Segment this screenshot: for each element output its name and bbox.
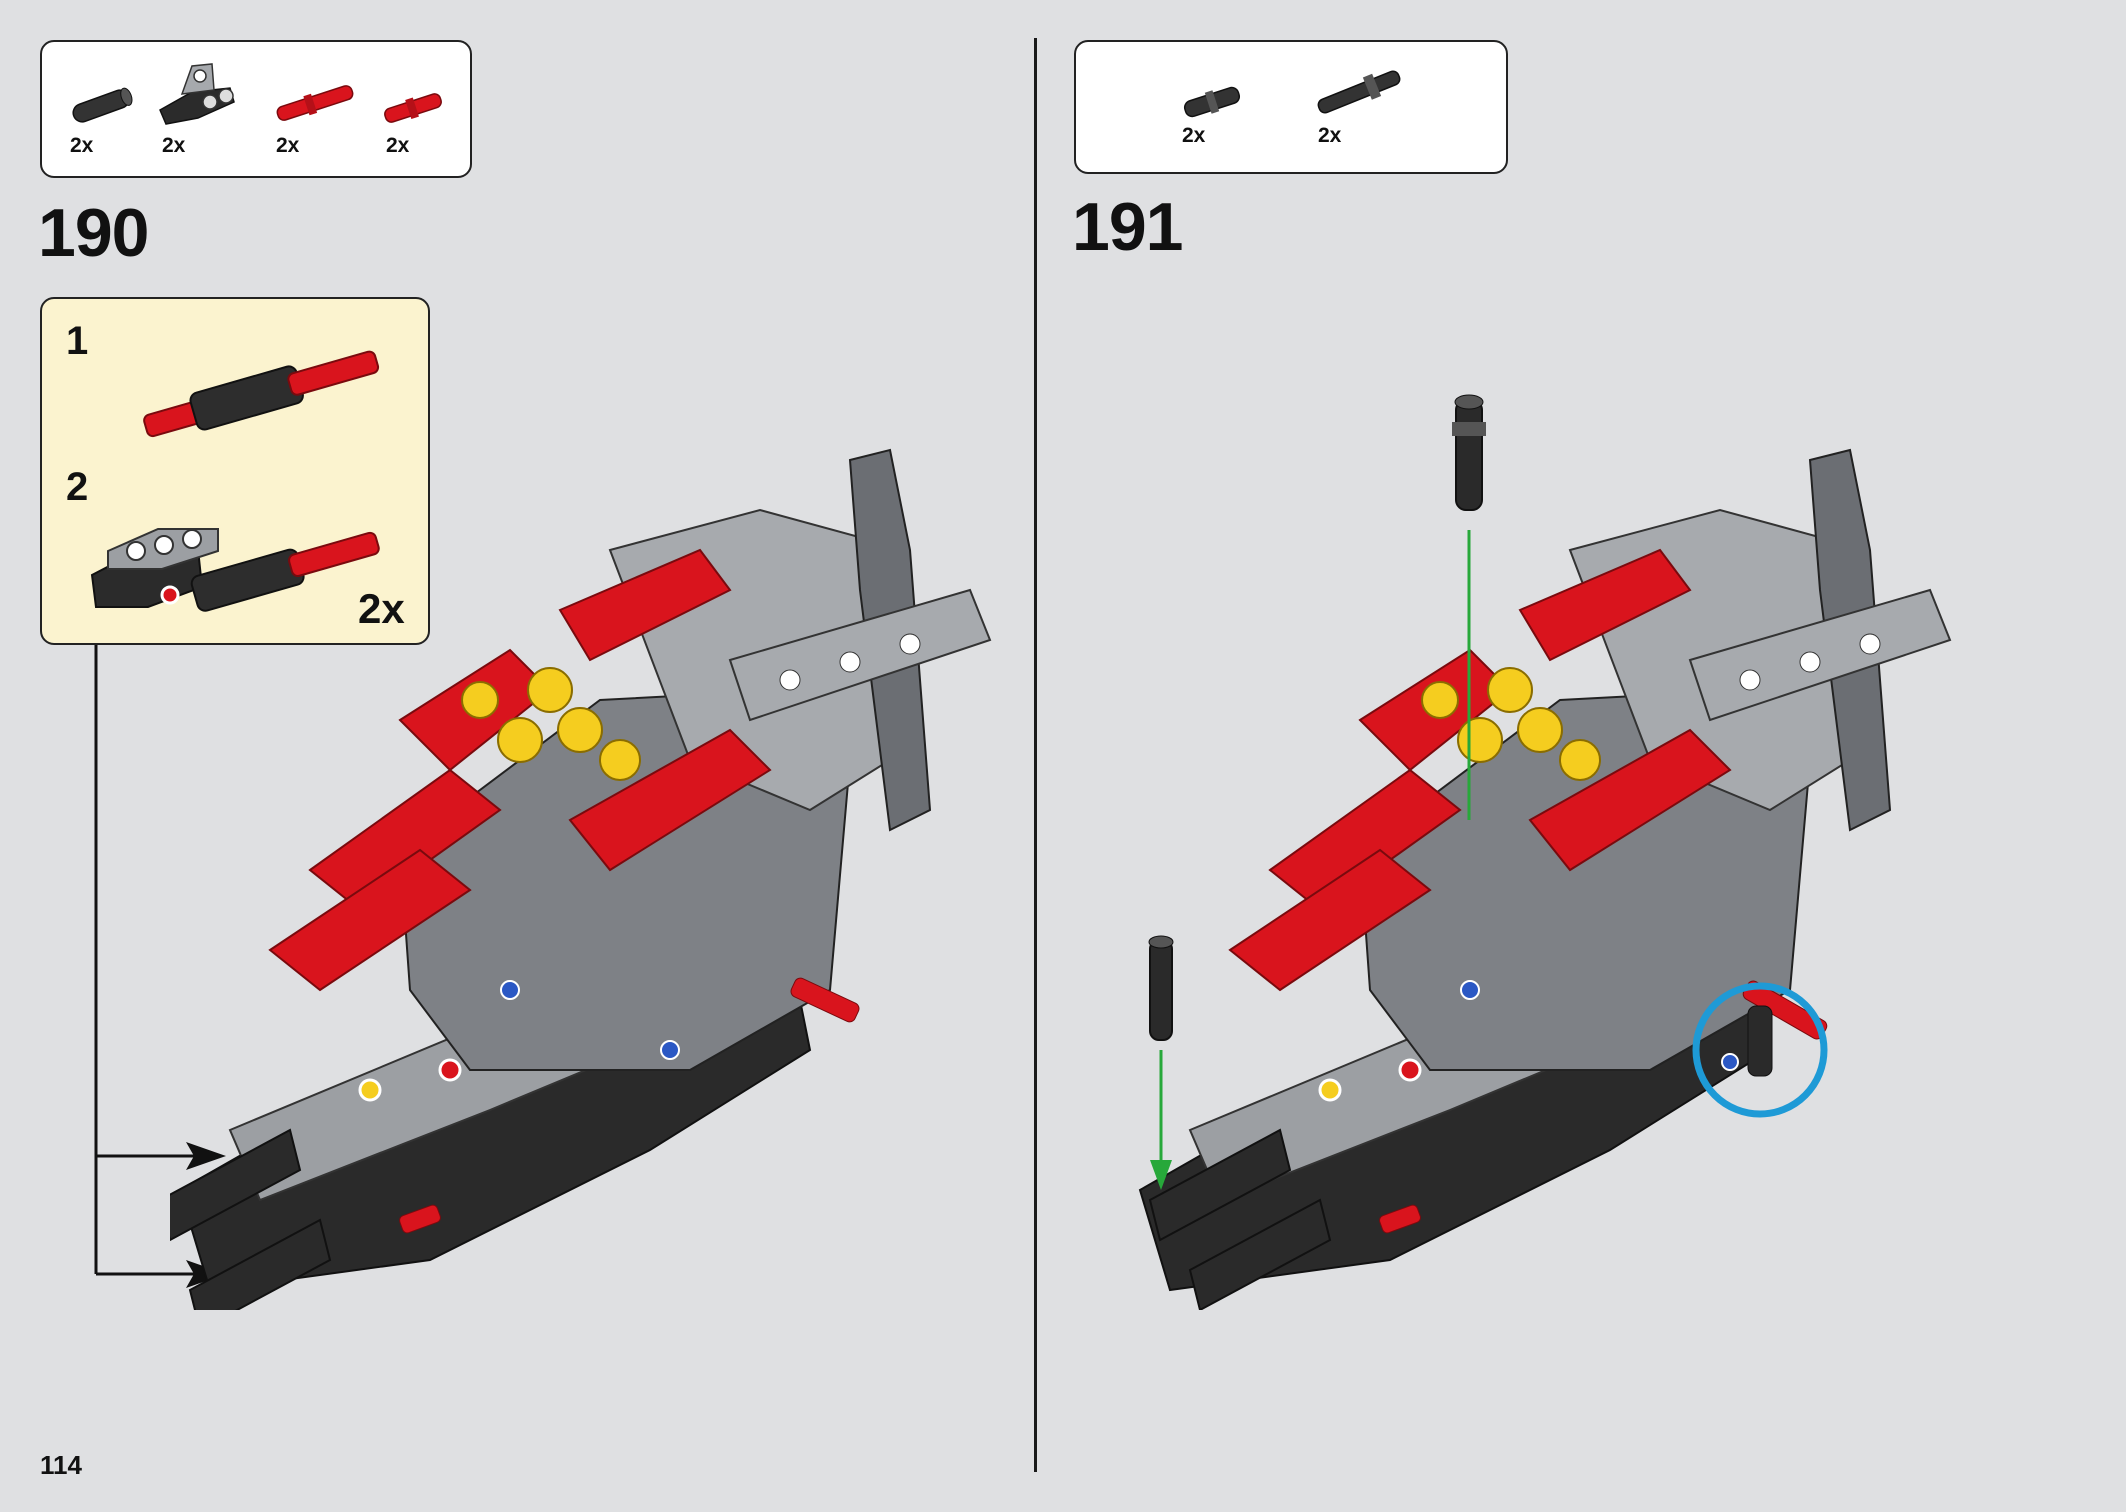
axle-with-connector-icon — [143, 350, 380, 438]
substep-number: 2 — [66, 465, 89, 509]
part-qty: 2x — [162, 134, 186, 157]
part-qty: 2x — [276, 134, 300, 157]
red-axle-pin-icon — [384, 93, 442, 123]
part-qty: 2x — [386, 134, 410, 157]
axle-with-beam-icon — [90, 528, 380, 612]
black-short-pin-icon — [1183, 86, 1241, 118]
gray-pin-connector-icon — [159, 63, 235, 125]
part-qty: 2x — [70, 134, 94, 157]
step-number: 191 — [1072, 189, 1183, 265]
substep-number: 1 — [66, 319, 89, 363]
part-qty: 2x — [1318, 124, 1342, 147]
subassembly-multiplier: 2x — [358, 585, 405, 632]
part-qty: 2x — [1182, 124, 1206, 147]
model-illustration-step-191 — [1138, 394, 1952, 1310]
page-number: 114 — [40, 1450, 82, 1480]
black-long-pin-icon — [1317, 70, 1401, 114]
subassembly-callout: 1 2 2x — [40, 297, 430, 645]
black-axle-pin-icon — [72, 87, 133, 123]
model-illustration-step-190 — [170, 448, 992, 1310]
step-number: 190 — [38, 195, 149, 271]
page-divider — [1034, 38, 1037, 1472]
parts-callout-step-191: 2x 2x — [1074, 40, 1508, 174]
red-long-axle-pin-icon — [276, 85, 354, 121]
parts-callout-step-190: 2x 2x 2x 2x — [40, 40, 472, 178]
